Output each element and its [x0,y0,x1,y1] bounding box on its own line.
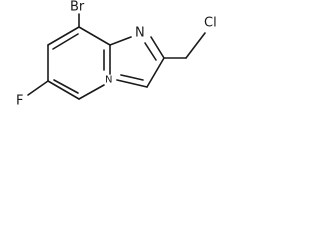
bond-ch2-cl [185,32,206,59]
bond-c5-c6-inner [53,79,79,94]
bridgehead-nitrogen-label: N [105,75,112,86]
bromine-label: Br [70,0,85,15]
chemical-structure: Br F N N Cl [16,0,217,109]
substituent-bonds [27,13,206,96]
bond-c7-c8-inner [52,33,79,50]
bond-c3-n4-inner [120,74,144,81]
bond-c8a-n1 [109,36,132,46]
bond-c8-c8a [78,26,111,46]
bond-n1-c2-inner [144,42,157,61]
bond-c6-f [27,80,49,96]
imidazole-nitrogen-label: N [135,26,145,41]
imidazole-ring [109,36,165,88]
pyridine-ring [47,26,111,100]
bond-c3-n4 [116,79,148,88]
bond-n1-c2 [150,36,165,59]
bond-c8-c7 [47,26,80,46]
fluorine-label: F [16,94,23,109]
chlorine-label: Cl [204,16,217,31]
bond-c2-c3 [146,57,165,88]
bond-c5-n4 [78,84,105,100]
bond-c6-c5 [47,80,80,100]
